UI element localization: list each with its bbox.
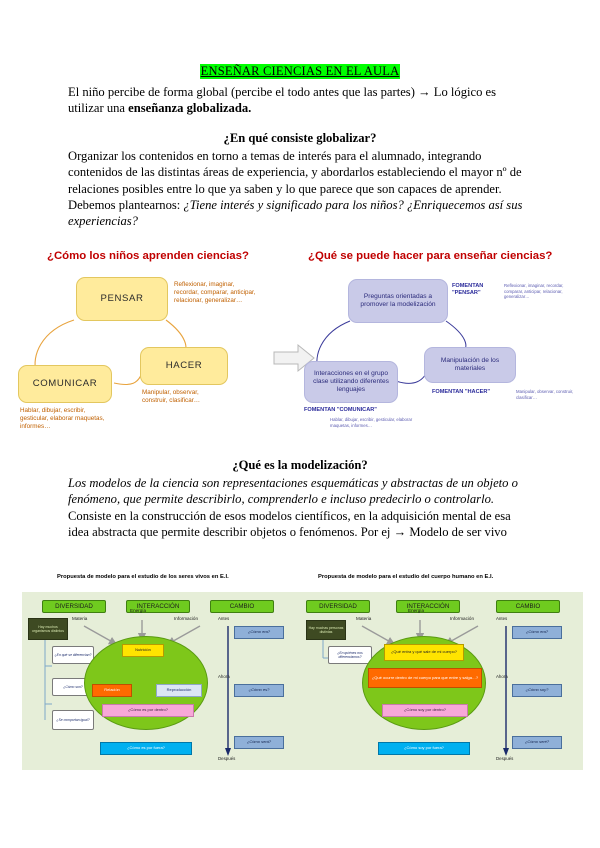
time-antes-left: Antes <box>218 616 230 621</box>
heading-como-aprenden: ¿Cómo los niños aprenden ciencias? <box>47 250 249 262</box>
question-como-fuera-left: ¿Cómo es por fuera? <box>100 742 192 755</box>
node-interacciones-label: Interacciones en el grupo clase utilizan… <box>313 369 389 394</box>
question-como-fuera-right: ¿Cómo soy por fuera? <box>378 742 470 755</box>
document-text-block: ENSEÑAR CIENCIAS EN EL AULA El niño perc… <box>68 62 532 230</box>
question-entra-sale: ¿Qué entra y qué sale de mi cuerpo? <box>384 644 464 661</box>
flow-energia-right: Energía <box>408 608 425 613</box>
flow-materia-right: Materia <box>356 616 372 621</box>
label-fomentan-comunicar: FOMENTAN "COMUNICAR" <box>304 407 377 413</box>
caption-panel-cuerpo-humano: Propuesta de modelo para el estudio del … <box>318 574 494 580</box>
model-panel-seres-vivos: DIVERSIDAD INTERACCIÓN CAMBIO Hay muchos… <box>22 592 305 770</box>
question-ocurre-dentro: ¿Qué ocurre dentro de mi cuerpo para que… <box>368 668 482 688</box>
modelizacion-block: ¿Qué es la modelización? Los modelos de … <box>68 458 532 541</box>
heading-globalizar: ¿En qué consiste globalizar? <box>223 130 377 145</box>
node-preguntas-label: Preguntas orientadas a promover la model… <box>360 292 436 308</box>
node-pensar[interactable]: PENSAR <box>76 277 168 321</box>
flow-informacion-right: Información <box>450 616 475 621</box>
desc-pensar: Reflexionar, imaginar, recordar, compara… <box>174 281 256 305</box>
category-interaccion-right: INTERACCIÓN <box>396 600 460 613</box>
plantearnos-plain: Debemos plantearnos: <box>68 198 184 213</box>
time-question-sere-right: ¿Cómo seré? <box>512 736 562 749</box>
page-title: ENSEÑAR CIENCIAS EN EL AULA <box>199 64 401 79</box>
desc-right-comunicar: Hablar, dibujar, escribir, gesticular, e… <box>330 417 413 428</box>
intro-bold: enseñanza globalizada. <box>128 101 252 116</box>
plantearnos-italic: ¿Tiene interés y significado para los ni… <box>68 198 523 229</box>
question-diferencian: ¿En qué se diferencian? <box>52 646 94 664</box>
time-question-es-left: ¿Cómo es? <box>234 684 284 697</box>
flow-informacion-left: Información <box>174 616 199 621</box>
intro-paragraph: El niño percibe de forma global (percibe… <box>68 84 532 117</box>
desc-comunicar: Hablar, dibujar, escribir, gesticular, e… <box>20 407 105 431</box>
paragraph-plantearnos: Debemos plantearnos: ¿Tiene interés y si… <box>68 197 532 230</box>
question-comportan-igual: ¿Se comportan igual? <box>52 710 94 730</box>
category-diversidad-right: DIVERSIDAD <box>306 600 370 613</box>
paragraph-globalizar: Organizar los contenidos en torno a tema… <box>68 148 522 196</box>
intro-text: El niño percibe de forma global (percibe… <box>68 85 497 116</box>
node-comunicar[interactable]: COMUNICAR <box>18 365 112 403</box>
model-panel-cuerpo-humano: DIVERSIDAD INTERACCIÓN CAMBIO Hay muchas… <box>300 592 583 770</box>
function-relacion: Relación <box>92 684 132 697</box>
concept-map-ensenar: Preguntas orientadas a promover la model… <box>300 265 596 440</box>
paragraph-modelos-italic: Los modelos de la ciencia son representa… <box>68 476 518 507</box>
question-como-dentro-left: ¿Cómo es por dentro? <box>102 704 194 717</box>
node-comunicar-label: COMUNICAR <box>32 378 98 390</box>
time-question-sera-left: ¿Cómo será? <box>234 736 284 749</box>
time-question-era-right: ¿Cómo era? <box>512 626 562 639</box>
label-fomentan-pensar: FOMENTAN "PENSAR" <box>452 283 484 296</box>
function-nutricion: Nutrición <box>122 644 164 657</box>
paragraph-modelos-plain: Consiste en la construcción de esos mode… <box>68 508 511 540</box>
statement-organismos-distintos: Hay muchos organismos distintos <box>28 618 68 640</box>
page-title-row: ENSEÑAR CIENCIAS EN EL AULA <box>68 62 532 80</box>
node-hacer[interactable]: HACER <box>140 347 228 385</box>
node-hacer-label: HACER <box>165 360 203 372</box>
time-despues-right: Después <box>496 756 514 761</box>
category-cambio-left: CAMBIO <box>210 600 274 613</box>
time-despues-left: Después <box>218 756 236 761</box>
function-reproduccion: Reproducción <box>156 684 202 697</box>
flow-energia-left: Energía <box>130 608 147 613</box>
concept-map-aprender: PENSAR Reflexionar, imaginar, recordar, … <box>14 265 276 440</box>
heading-modelizacion: ¿Qué es la modelización? <box>232 458 368 472</box>
time-question-era-left: ¿Cómo era? <box>234 626 284 639</box>
desc-right-pensar: Reflexionar, imaginar, recordar, compara… <box>504 283 564 299</box>
time-ahora-left: Ahora <box>218 674 230 679</box>
time-question-soy-right: ¿Cómo soy? <box>512 684 562 697</box>
heading-que-se-puede-hacer: ¿Qué se puede hacer para enseñar ciencia… <box>308 250 553 262</box>
desc-right-hacer: Manipular, observar, construir, clasific… <box>516 389 574 400</box>
node-manipulacion-label: Manipulación de los materiales <box>440 356 500 372</box>
question-diferenciamos: ¿En quiénes nos diferenciamos? <box>328 646 372 664</box>
caption-panel-seres-vivos: Propuesta de modelo para el estudio de l… <box>57 574 229 580</box>
statement-personas-distintas: Hay muchas personas distintas <box>306 620 346 640</box>
desc-hacer: Manipular, observar, construir, clasific… <box>142 389 201 405</box>
time-antes-right: Antes <box>496 616 508 621</box>
category-diversidad-left: DIVERSIDAD <box>42 600 106 613</box>
category-cambio-right: CAMBIO <box>496 600 560 613</box>
node-preguntas-modelizacion[interactable]: Preguntas orientadas a promover la model… <box>348 279 448 323</box>
node-interacciones-grupo[interactable]: Interacciones en el grupo clase utilizan… <box>304 361 398 403</box>
node-manipulacion-materiales[interactable]: Manipulación de los materiales <box>424 347 516 383</box>
flow-materia-left: Materia <box>72 616 88 621</box>
time-ahora-right: Ahora <box>496 674 508 679</box>
category-interaccion-left: INTERACCIÓN <box>126 600 190 613</box>
node-pensar-label: PENSAR <box>100 293 144 305</box>
question-como-dentro-right: ¿Cómo soy por dentro? <box>382 704 468 717</box>
label-fomentan-hacer: FOMENTAN "HACER" <box>432 389 491 395</box>
